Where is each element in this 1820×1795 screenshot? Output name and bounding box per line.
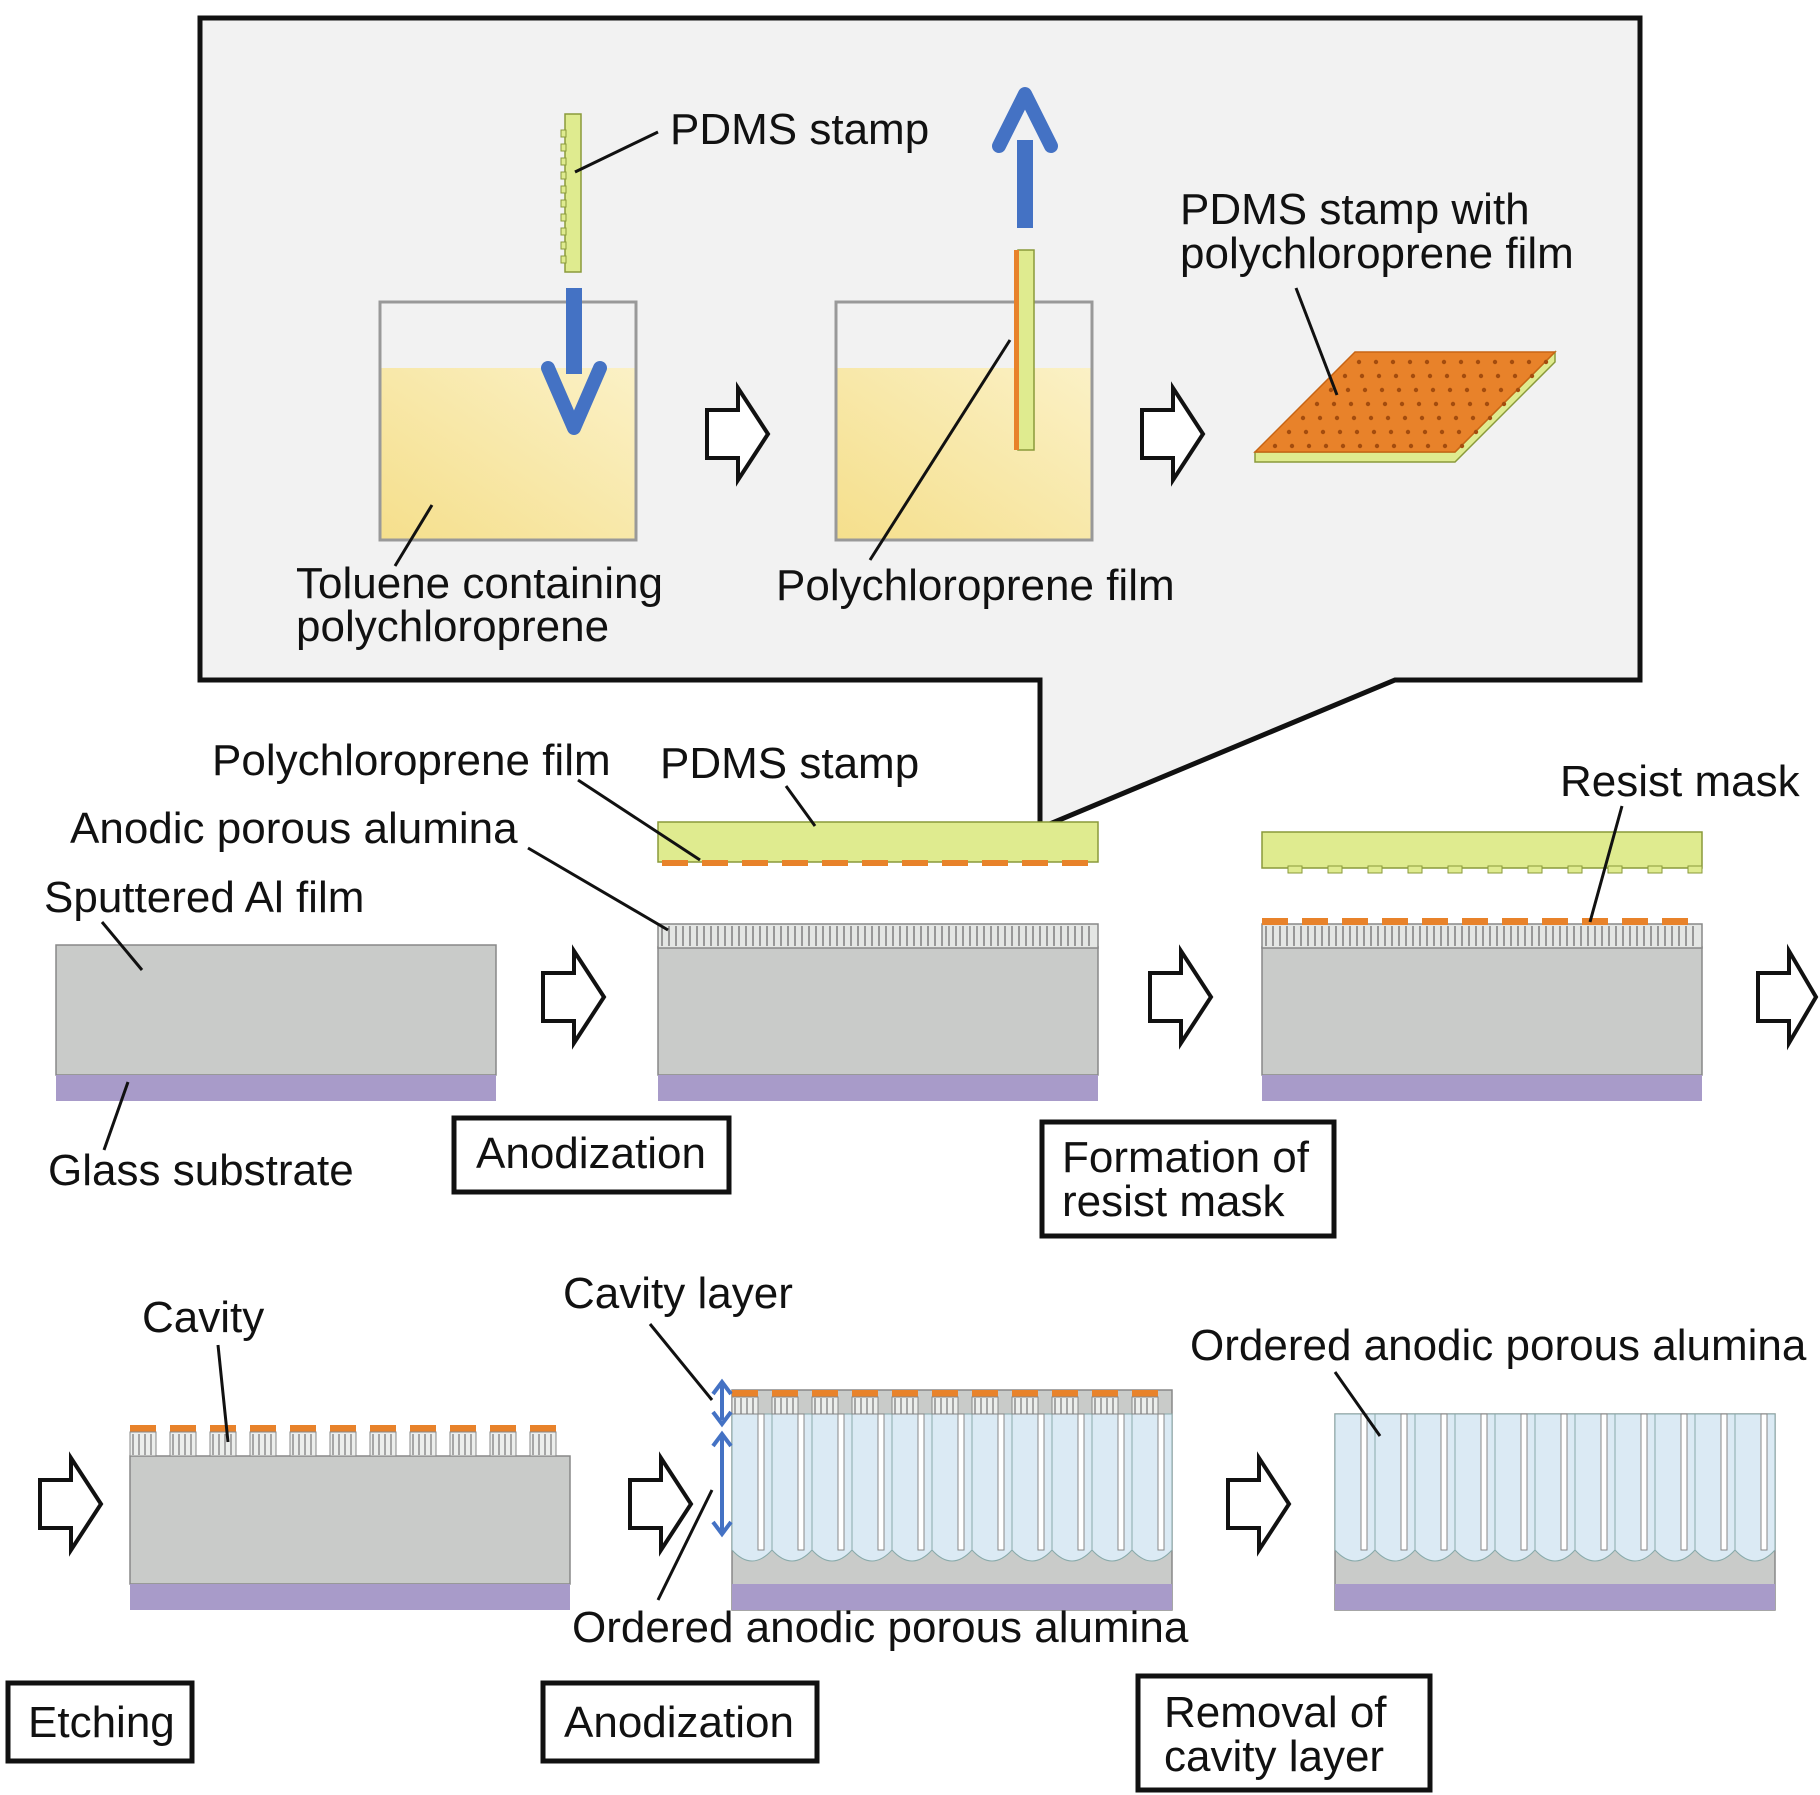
sample-ordered-alumina [1334, 1413, 1776, 1611]
leader-sputtered-al [100, 921, 144, 971]
down-arrow-icon [541, 288, 607, 435]
label-polychloroprene-film-row1: Polychloroprene film [212, 736, 611, 785]
leader-glass-substrate [102, 1081, 130, 1151]
leader-pdms-stamp [574, 130, 659, 174]
step-box-removal-cavity [1135, 1673, 1433, 1793]
label-removal-line1: Removal of [1164, 1688, 1387, 1737]
sample-anodic-alumina [657, 923, 1099, 1101]
label-removal-line2: cavity layer [1164, 1732, 1384, 1781]
sample-etched-cavity [129, 1425, 571, 1610]
label-glass-substrate: Glass substrate [48, 1146, 354, 1195]
label-polychloroprene-film-callout: Polychloroprene film [776, 561, 1175, 610]
step-box-etching [5, 1680, 195, 1764]
label-toluene-line1: Toluene containing [296, 559, 663, 608]
label-cavity-layer: Cavity layer [563, 1269, 793, 1318]
leader-ordered-alumina-bottom [656, 1489, 714, 1601]
pdms-stamp-row1 [657, 821, 1099, 866]
leader-polychloroprene-film [868, 339, 1012, 561]
label-sputtered-al-film: Sputtered Al film [44, 873, 364, 922]
step-box-formation-resist [1039, 1119, 1337, 1239]
process-arrow-icon [38, 1451, 104, 1557]
label-anodic-porous-alumina: Anodic porous alumina [70, 804, 518, 853]
label-pdms-with-film-line2: polychloroprene film [1180, 229, 1574, 278]
pdms-stamp-lifted [1261, 831, 1703, 874]
leader-film-row1 [577, 778, 701, 862]
label-resist-line1: Formation of [1062, 1133, 1310, 1182]
label-cavity: Cavity [142, 1293, 264, 1342]
label-ordered-alumina-top: Ordered anodic porous alumina [1190, 1321, 1807, 1370]
process-arrow-icon [1756, 943, 1819, 1051]
label-ordered-alumina-bottom: Ordered anodic porous alumina [572, 1603, 1189, 1652]
process-arrow-icon [705, 381, 771, 487]
sample-ordered-alumina-with-cavity [731, 1389, 1173, 1611]
leader-anodic-alumina [527, 846, 669, 932]
label-resist-line2: resist mask [1062, 1177, 1285, 1226]
label-pdms-with-film-line1: PDMS stamp with [1180, 185, 1530, 234]
step-box-anodization-1 [451, 1115, 732, 1195]
process-arrow-icon [541, 944, 607, 1050]
process-arrow-icon [1140, 381, 1206, 487]
process-arrow-icon [628, 1451, 694, 1557]
label-etching: Etching [28, 1698, 175, 1747]
leader-ordered-alumina-top [1333, 1371, 1382, 1437]
leader-pdms-with-film [1294, 287, 1339, 396]
leader-pdms-row1 [784, 785, 817, 827]
leader-toluene [393, 504, 434, 567]
leader-resist-mask [1588, 805, 1624, 923]
label-anodization-1: Anodization [476, 1129, 706, 1178]
label-toluene-line2: polychloroprene [296, 602, 609, 651]
label-anodization-2: Anodization [564, 1698, 794, 1747]
sample-sputtered-al [55, 944, 497, 1101]
leader-cavity-layer [648, 1323, 714, 1401]
label-pdms-stamp: PDMS stamp [670, 105, 929, 154]
step-box-anodization-2 [540, 1680, 820, 1764]
process-arrow-icon [1148, 944, 1214, 1050]
process-arrow-icon [1226, 1451, 1292, 1557]
up-arrow-icon [992, 87, 1058, 228]
sample-resist-mask [1261, 918, 1703, 1101]
beaker-withdraw [834, 300, 1094, 542]
thickness-arrows-icon [711, 1378, 733, 1538]
pdms-stamp-dipping [560, 113, 582, 273]
label-pdms-stamp-row1: PDMS stamp [660, 739, 919, 788]
leader-cavity [216, 1344, 230, 1443]
label-resist-mask: Resist mask [1560, 757, 1801, 806]
pdms-stamp-withdrawing [1014, 249, 1035, 451]
